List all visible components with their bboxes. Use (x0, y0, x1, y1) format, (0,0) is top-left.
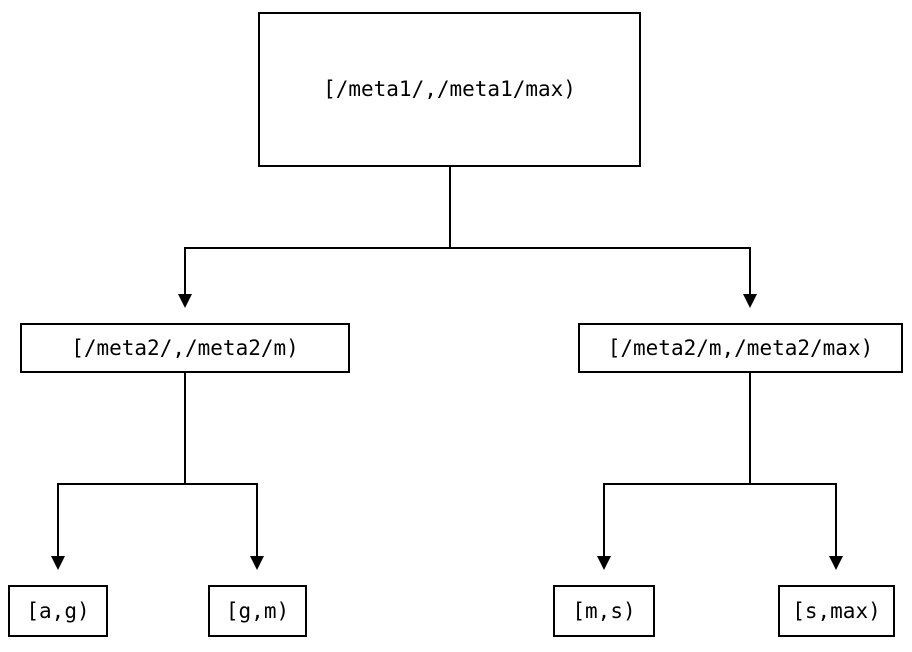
edge-group-mid-left (51, 373, 264, 570)
tree-node-leaf-smax-label: [s,max) (792, 598, 881, 623)
tree-node-leaf-gm-label: [g,m) (225, 598, 290, 623)
tree-node-root-label: [/meta1/,/meta1/max) (323, 77, 576, 101)
tree-node-leaf-ms-label: [m,s) (572, 598, 636, 623)
arrowhead-mid-left-to-leaf-ag (51, 556, 65, 570)
arrowhead-mid-right-to-leaf-ms (597, 556, 611, 570)
tree-node-mid-left[interactable]: [/meta2/,/meta2/m) (20, 323, 350, 373)
tree-node-mid-right-label: [/meta2/m,/meta2/max) (607, 335, 874, 360)
tree-node-leaf-smax[interactable]: [s,max) (778, 585, 895, 637)
tree-node-mid-right[interactable]: [/meta2/m,/meta2/max) (578, 323, 903, 373)
tree-node-leaf-gm[interactable]: [g,m) (208, 585, 307, 637)
tree-node-root[interactable]: [/meta1/,/meta1/max) (258, 12, 641, 167)
tree-node-leaf-ag[interactable]: [a,g) (8, 585, 108, 637)
arrowhead-root-to-mid-left (178, 294, 192, 308)
tree-node-leaf-ms[interactable]: [m,s) (553, 585, 655, 637)
edge-group-mid-right (597, 373, 843, 570)
tree-node-mid-left-label: [/meta2/,/meta2/m) (71, 335, 299, 360)
edge-group-root (178, 167, 757, 308)
arrowhead-root-to-mid-right (743, 294, 757, 308)
arrowhead-mid-right-to-leaf-smax (829, 556, 843, 570)
tree-node-leaf-ag-label: [a,g) (26, 598, 90, 623)
arrowhead-mid-left-to-leaf-gm (250, 556, 264, 570)
